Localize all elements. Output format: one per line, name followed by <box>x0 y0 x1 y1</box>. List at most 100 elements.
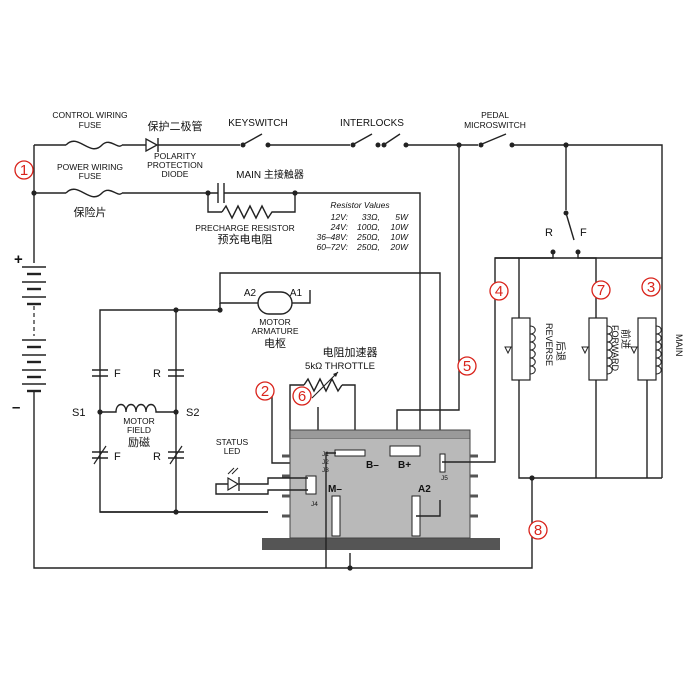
main-coil-label: MAIN <box>674 334 684 357</box>
pedal-label-2: MICROSWITCH <box>464 120 526 130</box>
polarity-label-2: PROTECTION <box>147 160 203 170</box>
rv-2-r: 250Ω, <box>356 232 380 242</box>
motor-armature-label-2: ARMATURE <box>251 326 298 336</box>
motor-a2-label: A2 <box>244 288 257 299</box>
rv-3-r: 250Ω, <box>356 242 380 252</box>
motor-field-symbol <box>100 403 176 413</box>
svg-text:4: 4 <box>495 283 503 300</box>
marker-3: 3 <box>641 277 661 297</box>
b-plus-label: B+ <box>398 460 411 471</box>
motor-armature-label-1: MOTOR <box>259 317 290 327</box>
control-fuse-symbol <box>65 140 123 150</box>
rf-switch-symbol <box>550 210 581 255</box>
f-switch-label: F <box>580 227 587 239</box>
control-fuse-label-1: CONTROL WIRING <box>52 110 127 120</box>
motor-a1-label: A1 <box>290 288 303 299</box>
status-led-label-2: LED <box>224 446 241 456</box>
precharge-resistor-symbol <box>221 193 296 220</box>
forward-label: FORWARD <box>610 325 620 371</box>
svg-text:2: 2 <box>261 383 269 400</box>
main-contactor-symbol <box>217 183 225 203</box>
main-coil-symbol <box>630 317 662 381</box>
precharge-label: PRECHARGE RESISTOR <box>195 223 295 233</box>
svg-text:8: 8 <box>534 522 542 539</box>
controller-box <box>262 429 500 550</box>
s1-label: S1 <box>72 407 85 419</box>
rv-1-v: 24V: <box>330 222 349 232</box>
motor-armature-symbol <box>250 291 300 315</box>
power-fuse-label-1: POWER WIRING <box>57 162 123 172</box>
marker-8: 8 <box>528 520 548 540</box>
forward-coil-symbol <box>581 317 613 381</box>
j4-label: J4 <box>311 501 318 508</box>
red-markers: 1 2 3 4 5 6 7 8 <box>14 160 661 540</box>
throttle-symbol <box>303 371 343 399</box>
b-minus-label: B– <box>366 460 379 471</box>
rv-3-w: 20W <box>390 242 409 252</box>
battery-symbol <box>22 266 46 393</box>
r-bottom-label: R <box>153 451 161 463</box>
marker-4: 4 <box>489 281 509 301</box>
ctrl-a2-label: A2 <box>418 484 431 495</box>
reverse-cn-label: 后退 <box>554 341 566 361</box>
status-led-symbol <box>227 467 240 492</box>
throttle-cn-label: 电阻加速器 <box>323 346 378 359</box>
main-contactor-label: MAIN 主接触器 <box>236 168 304 181</box>
j3-label: J3 <box>322 467 329 474</box>
svg-text:7: 7 <box>597 282 605 299</box>
m-minus-label: M– <box>328 484 342 495</box>
control-fuse-label-2: FUSE <box>79 120 102 130</box>
resistor-values-title: Resistor Values <box>330 200 390 210</box>
f-bottom-label: F <box>114 451 121 463</box>
motor-field-label-2: FIELD <box>127 425 151 435</box>
reverse-coil-symbol <box>504 317 536 381</box>
power-line <box>31 145 421 445</box>
control-line <box>34 133 663 478</box>
marker-2: 2 <box>255 381 275 401</box>
svg-text:6: 6 <box>298 388 306 405</box>
polarity-cn-label: 保护二极管 <box>148 119 203 133</box>
s2-label: S2 <box>186 407 199 419</box>
marker-1: 1 <box>14 160 34 180</box>
polarity-label-3: DIODE <box>162 169 189 179</box>
rv-0-w: 5W <box>395 212 409 222</box>
motor-field-label-1: MOTOR <box>123 416 154 426</box>
rv-1-w: 10W <box>391 222 409 232</box>
battery-minus: – <box>12 399 20 416</box>
rv-0-v: 12V: <box>331 212 349 222</box>
r-top-label: R <box>153 368 161 380</box>
pedal-microswitch-symbol <box>478 133 515 148</box>
precharge-cn-label: 预充电电阻 <box>218 232 273 246</box>
marker-7: 7 <box>591 280 611 300</box>
marker-6: 6 <box>292 386 312 406</box>
power-fuse-symbol <box>65 188 123 198</box>
throttle-label: 5kΩ THROTTLE <box>305 361 375 372</box>
polarity-diode-symbol <box>145 137 159 153</box>
svg-text:1: 1 <box>20 162 28 179</box>
fr-contacts-top <box>92 369 184 377</box>
f-top-label: F <box>114 368 121 380</box>
marker-5: 5 <box>457 356 477 376</box>
forward-cn-label: 前进 <box>619 329 632 349</box>
j1-label: J1 <box>322 451 329 458</box>
polarity-label-1: POLARITY <box>154 151 196 161</box>
status-led-label-1: STATUS <box>216 437 249 447</box>
interlocks-symbol <box>350 133 409 148</box>
pedal-label-1: PEDAL <box>481 110 509 120</box>
interlocks-label: INTERLOCKS <box>340 118 404 129</box>
fuse-cn-label: 保险片 <box>74 205 107 219</box>
j5-label: J5 <box>441 475 448 482</box>
rv-2-w: 10W <box>391 232 409 242</box>
j2-label: J2 <box>322 459 329 466</box>
rv-1-r: 100Ω, <box>357 222 380 232</box>
rv-3-v: 60–72V: <box>316 242 348 252</box>
r-switch-label: R <box>545 227 553 239</box>
fr-contacts-bottom <box>92 445 184 465</box>
armature-cn-label: 电枢 <box>264 336 286 350</box>
svg-text:5: 5 <box>463 358 471 375</box>
rv-0-r: 33Ω, <box>362 212 380 222</box>
field-cn-label: 励磁 <box>128 436 150 449</box>
keyswitch-label: KEYSWITCH <box>228 118 287 129</box>
power-fuse-label-2: FUSE <box>79 171 102 181</box>
